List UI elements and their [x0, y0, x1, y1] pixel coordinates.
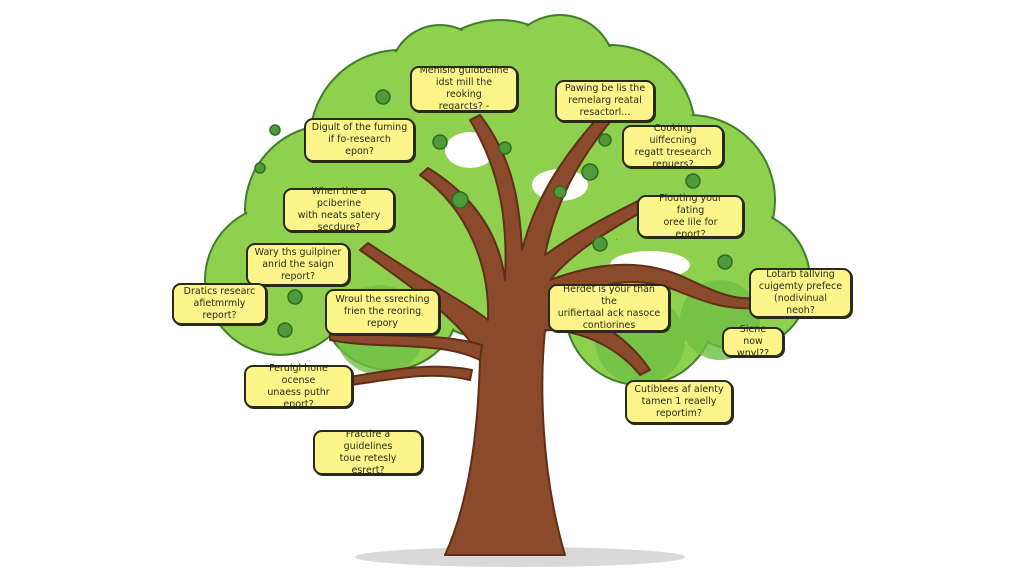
- tree-label-text: Siene now wnyl??: [736, 324, 770, 359]
- tree-label: Flouting your fating oree lile for eport…: [637, 192, 744, 240]
- leaf-clusters: [254, 89, 733, 338]
- tree-label: Menisio guidbeline idst mill the reoking…: [410, 65, 518, 112]
- tree-label: Digult of the fuming if fo-research epon…: [304, 118, 415, 162]
- tree-label-text: Herdet is your than the urifiertaal ack …: [557, 284, 661, 331]
- tree-label: Cooking uiffecning regatt tresearch repu…: [622, 122, 724, 170]
- tree-label: Wroul the ssreching frien the reoring re…: [325, 289, 440, 335]
- tree-label: Fractire a guidelines toue retesly esrer…: [313, 428, 423, 476]
- tree-label: Dratics researc afietmrmly report?: [172, 283, 267, 325]
- tree-label: Cutiblees af alenty tamen 1 reaelly repo…: [625, 380, 733, 424]
- tree-label-text: Menisio guidbeline idst mill the reoking…: [419, 65, 509, 112]
- tree-label-text: Dratics researc afietmrmly report?: [183, 286, 256, 321]
- tree-label-text: Digult of the fuming if fo-research epon…: [311, 122, 408, 157]
- tree-label: Siene now wnyl??: [722, 324, 784, 359]
- ground-shadow: [355, 547, 685, 567]
- tree-label-text: Feruigl hone ocense unaess puthr eport?: [267, 362, 330, 410]
- tree-label-text: Wroul the ssreching frien the reoring re…: [335, 294, 430, 329]
- tree-label-text: Lotarb tallving cuigemty prefece (nodivi…: [758, 269, 843, 316]
- tree-label-text: Cooking uiffecning regatt tresearch repu…: [634, 122, 712, 170]
- tree-label: Herdet is your than the urifiertaal ack …: [548, 284, 670, 332]
- tree-label: Wary ths guilpiner anrid the saign repor…: [246, 243, 350, 286]
- tree-label-text: Pawing be lis the remelarg reatal resact…: [564, 83, 646, 118]
- tree-label: Pawing be lis the remelarg reatal resact…: [555, 80, 655, 122]
- tree-label-text: Flouting your fating oree lile for eport…: [659, 192, 722, 240]
- tree-label-text: Wary ths guilpiner anrid the saign repor…: [254, 246, 342, 282]
- tree-label: Feruigl hone ocense unaess puthr eport?: [244, 362, 353, 410]
- tree-label-text: Cutiblees af alenty tamen 1 reaelly repo…: [634, 384, 724, 419]
- tree-label-text: When the a pciberine with neats satery s…: [297, 186, 381, 233]
- tree-label-text: Fractire a guidelines toue retesly esrer…: [339, 428, 397, 476]
- tree-label: Lotarb tallving cuigemty prefece (nodivi…: [749, 268, 852, 318]
- tree-label: When the a pciberine with neats satery s…: [283, 186, 395, 233]
